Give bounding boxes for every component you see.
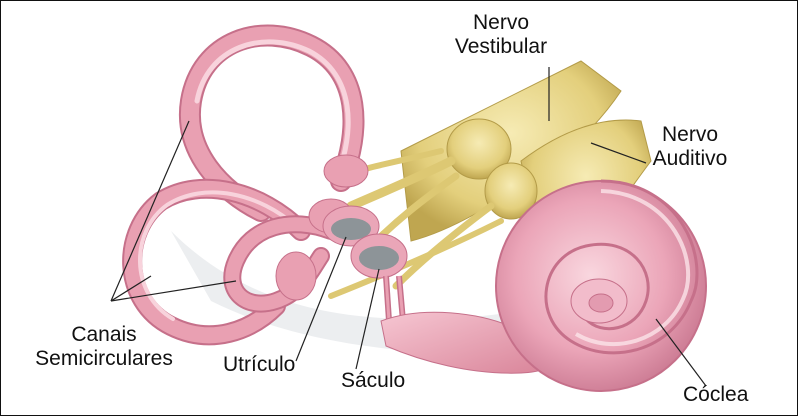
label-canais-semicirculares: Canais Semicirculares (9, 323, 199, 371)
ampulla (276, 252, 316, 300)
label-saculo: Sáculo (341, 369, 405, 393)
semicircular-canals (132, 35, 353, 335)
label-nervo-vestibular: Nervo Vestibular (411, 11, 561, 59)
saccule-macula (359, 246, 399, 270)
leader-canais-1 (111, 121, 189, 301)
label-nervo-auditivo: Nervo Auditivo (635, 123, 745, 171)
cochlea (496, 181, 706, 391)
label-coclea: Cóclea (683, 383, 748, 407)
label-utriculo: Utrículo (223, 353, 295, 377)
ampulla (324, 155, 368, 187)
